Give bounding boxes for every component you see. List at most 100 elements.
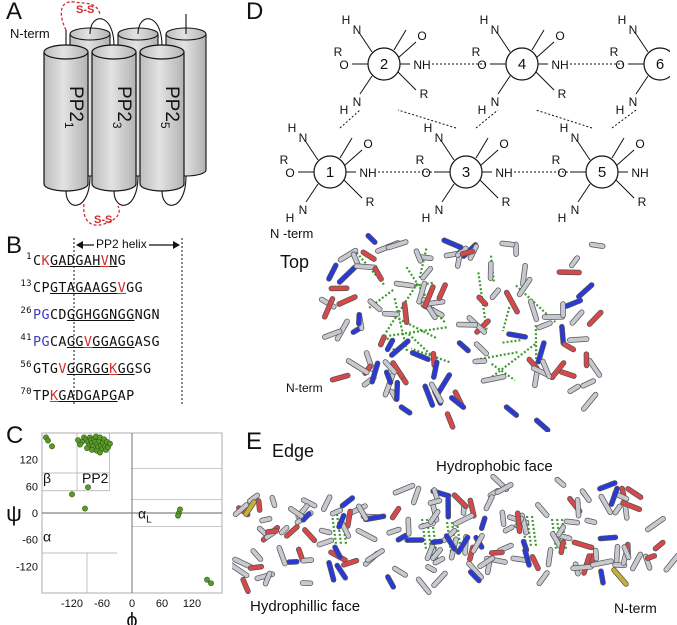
stick-bond [550, 360, 566, 380]
atom-label: R [558, 87, 567, 101]
bond-line [615, 149, 635, 167]
stick-bond [335, 319, 350, 341]
stick-bond [402, 302, 409, 325]
panel-a-helix3-label: PP25 [158, 86, 182, 129]
atom-label: N [629, 23, 638, 37]
stick-bond [457, 340, 471, 353]
atom-label: R [280, 153, 289, 167]
atom-label: H [340, 103, 349, 117]
stick-bond [568, 384, 580, 394]
stick-bond [284, 524, 299, 538]
stick-bond [399, 405, 412, 415]
hbond-dash [330, 513, 338, 545]
residue-circle [505, 47, 539, 81]
residue-circle [585, 155, 619, 189]
stick-bond [504, 405, 519, 418]
stick-bond [589, 242, 605, 249]
residue-number: 70 [20, 387, 32, 397]
atom-label: H [478, 103, 487, 117]
sequence-segment: V [83, 335, 93, 350]
atom-label: O [635, 137, 644, 151]
stick-bond [570, 310, 584, 325]
bond-line [497, 75, 511, 95]
sequence-segment: V [100, 254, 110, 269]
atom-label: R [472, 45, 481, 59]
stick-bond [383, 359, 397, 375]
residue-number: 1 [26, 252, 32, 262]
stick-bond [546, 547, 553, 567]
atom-label: NH [359, 166, 376, 180]
sequence-segment: N [109, 254, 118, 269]
hbond-dash [502, 338, 523, 344]
stick-bond [340, 496, 355, 508]
stick-bond [614, 544, 620, 565]
bond-line [359, 33, 373, 53]
stick-bond [481, 374, 506, 383]
stick-bond [247, 493, 260, 504]
stick-bond [575, 497, 581, 518]
bond-line [615, 179, 635, 199]
x-tick-label: 0 [129, 598, 135, 610]
atom-label: H [422, 211, 431, 225]
stick-bond [288, 506, 304, 518]
stick-bond [474, 342, 489, 356]
residue-circle [313, 155, 347, 189]
stick-bond [384, 370, 393, 385]
stick-bond [365, 548, 385, 563]
stick-bond [477, 295, 488, 307]
stick-bond [411, 486, 421, 505]
stick-bond [471, 533, 485, 553]
stick-bond [414, 249, 423, 263]
atom-label: N [629, 95, 638, 109]
hbond-line [339, 109, 361, 129]
bond-line [577, 141, 591, 161]
atom-label: N [299, 203, 308, 217]
panel-a-ss-top: S-S [76, 4, 95, 16]
stick-bond [489, 550, 505, 555]
y-tick-label: -120 [16, 561, 38, 573]
atom-label: R [610, 45, 619, 59]
stick-bond [233, 503, 249, 517]
atom-label: H [424, 121, 433, 135]
stick-bond [535, 502, 549, 518]
panel-d-structure-nterm: N-term [286, 381, 323, 395]
stick-bond [484, 495, 494, 511]
stick-bond [460, 249, 475, 256]
bond-line [305, 183, 319, 203]
stick-bond [559, 540, 566, 555]
stick-bond [626, 486, 643, 500]
sequence-segment: CA [49, 335, 67, 350]
stick-bond [621, 500, 642, 512]
bond-line [339, 137, 353, 159]
stick-bond [425, 544, 435, 561]
atom-label: R [552, 153, 561, 167]
stick-bond [598, 569, 606, 585]
atom-label: H [480, 13, 489, 27]
stick-bond [556, 525, 566, 537]
stick-bond [301, 557, 314, 563]
stick-bond [559, 369, 576, 379]
stick-bond [322, 329, 342, 339]
stick-bond [251, 548, 263, 562]
stick-bond [265, 528, 279, 534]
atom-label: R [416, 153, 425, 167]
stick-bond [341, 558, 359, 567]
sequence-segment: GGAGG [92, 335, 135, 350]
stick-bond [232, 563, 249, 578]
stick-bond [429, 382, 443, 404]
stick-bond [571, 564, 593, 571]
stick-bond [490, 288, 501, 300]
atom-label: R [334, 45, 343, 59]
atom-label: R [502, 195, 511, 209]
bond-line [611, 137, 625, 159]
hbond-line [611, 109, 637, 129]
atom-label: NH [631, 166, 648, 180]
panel-a-helix1-label: PP21 [62, 86, 86, 129]
hbond-dash [490, 362, 516, 382]
stick-bond [389, 339, 410, 358]
stick-bond [335, 563, 348, 580]
bond-line [535, 71, 555, 91]
sequence-segment: GADGAPG [58, 389, 118, 404]
stick-bond [612, 568, 628, 586]
